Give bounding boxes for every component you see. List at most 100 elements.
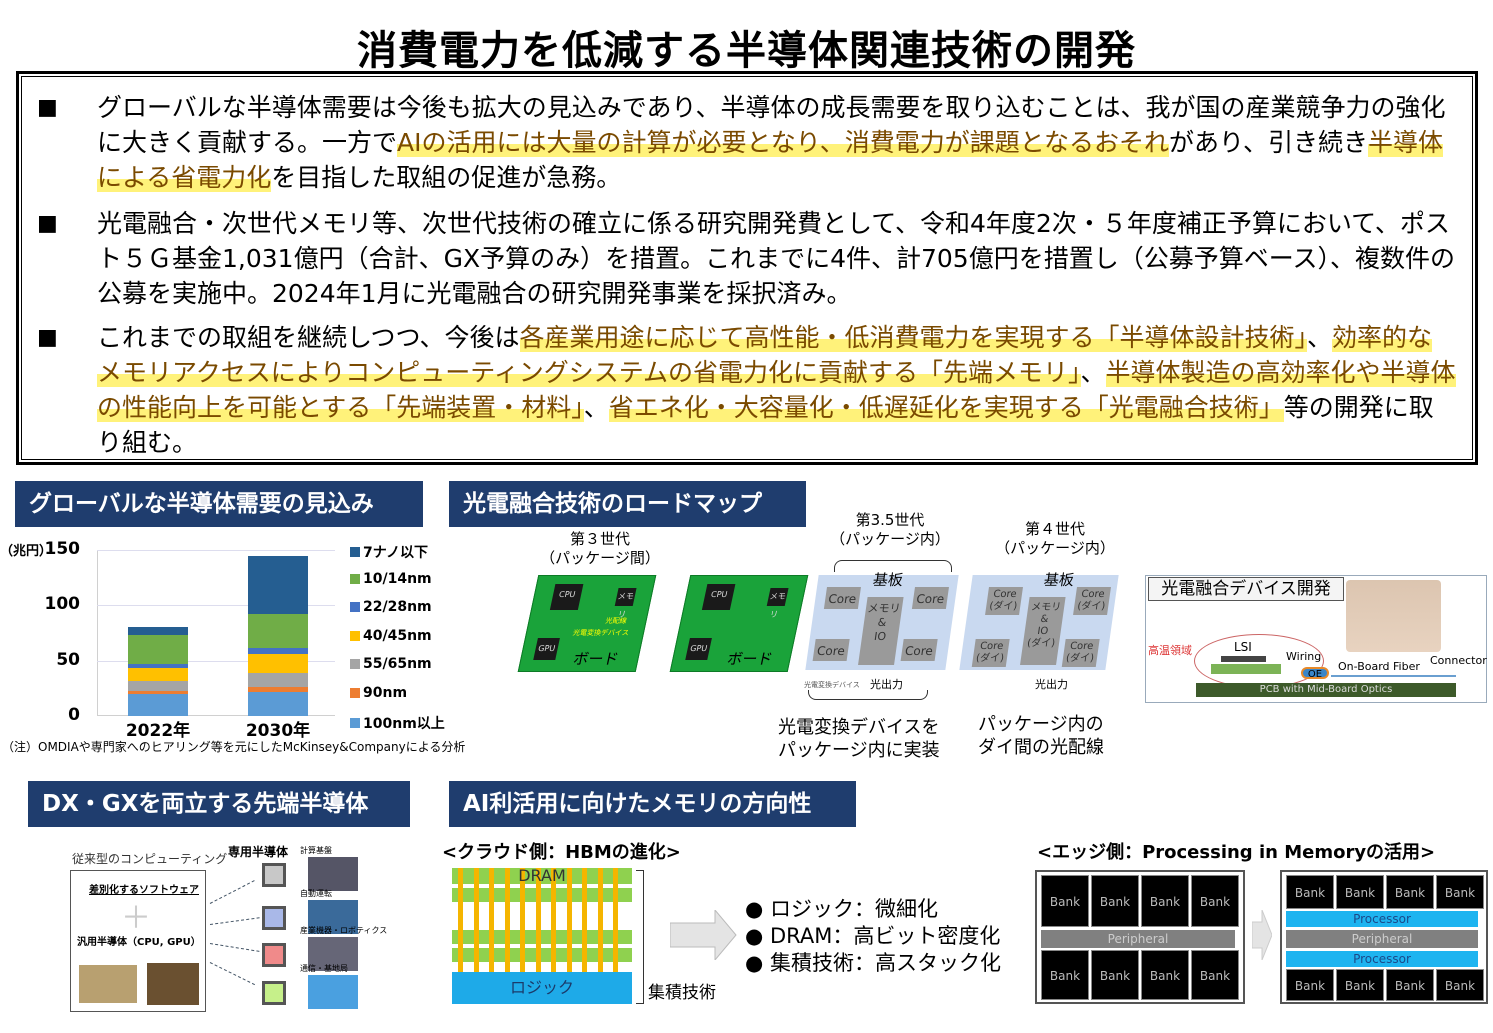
memory-bank: Bank <box>1286 969 1334 1001</box>
application-label: 自動運転 <box>300 889 332 898</box>
gen3-label: 第３世代（パッケージ間） <box>540 530 660 568</box>
pcb-board: PCB with Mid-Board Optics <box>1196 683 1456 697</box>
bar-segment <box>248 672 308 688</box>
peripheral-bar: Peripheral <box>1286 930 1478 948</box>
bar-segment <box>248 691 308 716</box>
section-header-roadmap: 光電融合技術のロードマップ <box>449 481 806 527</box>
board-label: ボード <box>725 650 775 668</box>
summary-bullet-2: ■光電融合・次世代メモリ等、次世代技術の確立に係る研究開発費として、令和4年度2… <box>37 206 1457 311</box>
legend-swatch <box>350 630 360 641</box>
text-segment: を目指した取組の促進が急務。 <box>271 163 622 192</box>
dram-label: DRAM <box>518 866 566 885</box>
hot-zone-label: 高温領域 <box>1148 644 1192 657</box>
memory-bank: Bank <box>1041 950 1089 1000</box>
bullet-dot-icon: ● <box>745 951 770 975</box>
memory-bank: Bank <box>1436 969 1484 1001</box>
legend-label: 10/14nm <box>363 570 432 587</box>
bar-segment <box>248 648 308 655</box>
converter-label: 光電変換デバイス <box>572 629 630 637</box>
text-segment: 光電融合・次世代メモリ等、次世代技術の確立に係る研究開発費として、令和4年度2次… <box>97 209 1455 308</box>
highlighted-text: 各産業用途に応じて高性能・低消費電力を実現する「半導体設計技術」 <box>519 323 1308 352</box>
legend-item: 10/14nm <box>350 571 432 587</box>
memory-bank: Bank <box>1041 875 1089 927</box>
chip-icon <box>262 943 286 967</box>
core-die-block: Core (ダイ) <box>1073 587 1111 615</box>
integration-label: 集積技術 <box>648 983 716 1003</box>
tsv-via <box>489 868 494 972</box>
board-gen3-optical: CPU メモリ GPU ボード <box>669 575 809 672</box>
caption-line: パッケージ内の <box>978 714 1104 735</box>
light-output-label: 光出力 <box>870 678 903 691</box>
dedicated-label: 専用半導体 <box>228 845 289 859</box>
memory-bank: Bank <box>1191 875 1239 927</box>
core-block: Core <box>911 587 949 609</box>
cpu-chip: CPU <box>549 584 584 610</box>
substrate-label: 基板 <box>1042 571 1076 589</box>
core-block: Core <box>900 639 938 661</box>
text-segment: 、 <box>1307 323 1333 352</box>
gen35-brace <box>834 560 952 572</box>
stack-brace <box>636 870 644 1004</box>
section-header-dxgx: DX・GXを両立する先端半導体 <box>28 781 410 827</box>
tsv-via <box>535 868 541 972</box>
summary-box: ■ グローバルな半導体需要は今後も拡大の見込みであり、半導体の成長需要を取り込むこ… <box>16 71 1478 465</box>
text-segment: があり、引き続き <box>1169 128 1369 157</box>
gen4-title: 第４世代 <box>1024 520 1085 538</box>
legend-item: 100nm以上 <box>350 713 445 733</box>
bar-segment <box>128 627 188 636</box>
core-die-block: Core (ダイ) <box>971 639 1010 667</box>
y-tick-label: 100 <box>44 594 81 615</box>
connector-label: Connector <box>1430 654 1487 667</box>
application-label: 産業機器・ロボティクス <box>300 926 388 935</box>
bullet-text: これまでの取組を継続しつつ、今後は各産業用途に応じて高性能・低消費電力を実現する… <box>97 320 1457 460</box>
caption-gen35: 光電変換デバイスをパッケージ内に実装 <box>778 716 940 762</box>
application-label: 計算基盤 <box>300 846 332 855</box>
application-label: 通信・基地局 <box>300 964 348 973</box>
memory-bank: Bank <box>1141 875 1189 927</box>
memory-bank: Bank <box>1336 969 1384 1001</box>
legend-swatch <box>350 659 360 669</box>
summary-bullet-1: ■グローバルな半導体需要は今後も拡大の見込みであり、半導体の成長需要を取り込むこ… <box>37 90 1457 195</box>
caption-line: ダイ間の光配線 <box>978 737 1104 758</box>
bullet-square-icon: ■ <box>37 325 58 350</box>
board-gen3: CPU メモリ GPU 光配線 光電変換デバイス ボード <box>517 575 657 672</box>
highlighted-text: AIの活用には大量の計算が必要となり、消費電力が課題となるおそれ <box>397 128 1169 157</box>
optical-wiring-label: 光配線 <box>604 617 628 625</box>
text-segment: グローバルな半導体需要は今後も拡大の見込みであり、半導体の成長需要を取り込むこと… <box>97 93 1446 157</box>
bullet-dot-icon: ● <box>745 897 770 921</box>
y-tick-label: 50 <box>56 649 80 670</box>
demand-chart: （兆円） （注）OMDIAや専門家へのヒアリング等を元にしたMcKinsey&C… <box>0 530 470 760</box>
cpu-chip: CPU <box>701 584 736 610</box>
text-segment: 、 <box>1080 358 1106 387</box>
plus-icon: ＋ <box>121 901 151 936</box>
memory-point: ● 集積技術：高スタック化 <box>745 947 1001 977</box>
bar-segment <box>128 693 188 716</box>
memory-io-block: メモリ & IO <box>858 597 904 665</box>
legend-item: 55/65nm <box>350 656 432 672</box>
legend-label: 100nm以上 <box>363 716 445 732</box>
connector-line <box>209 917 260 925</box>
tsv-via <box>566 868 572 972</box>
gen35-bottom-brace <box>808 690 928 700</box>
fiber-line <box>1331 675 1456 677</box>
oe-component: OE <box>1301 667 1329 680</box>
x-category-label: 2030年 <box>245 721 311 741</box>
gen35-label: 第3.5世代（パッケージ内） <box>830 511 950 549</box>
gridline <box>97 660 335 662</box>
memory-point: ● DRAM：高ビット密度化 <box>745 920 1000 950</box>
gen3-title: 第３世代 <box>569 530 630 548</box>
bar-segment <box>248 654 308 673</box>
tsv-via <box>582 868 587 972</box>
gpu-chip: GPU <box>685 638 712 660</box>
memory-bank: Bank <box>1091 875 1139 927</box>
device-photo <box>1346 580 1441 652</box>
bar-segment <box>128 690 188 694</box>
memory-io-die-block: メモリ & IO (ダイ) <box>1020 597 1066 665</box>
chip-icon <box>262 906 286 930</box>
memory-bank: Bank <box>1141 950 1189 1000</box>
legend-label: 40/45nm <box>363 627 432 644</box>
application-photo <box>308 857 358 891</box>
connector-line <box>209 942 260 952</box>
legend-label: 22/28nm <box>363 599 432 615</box>
